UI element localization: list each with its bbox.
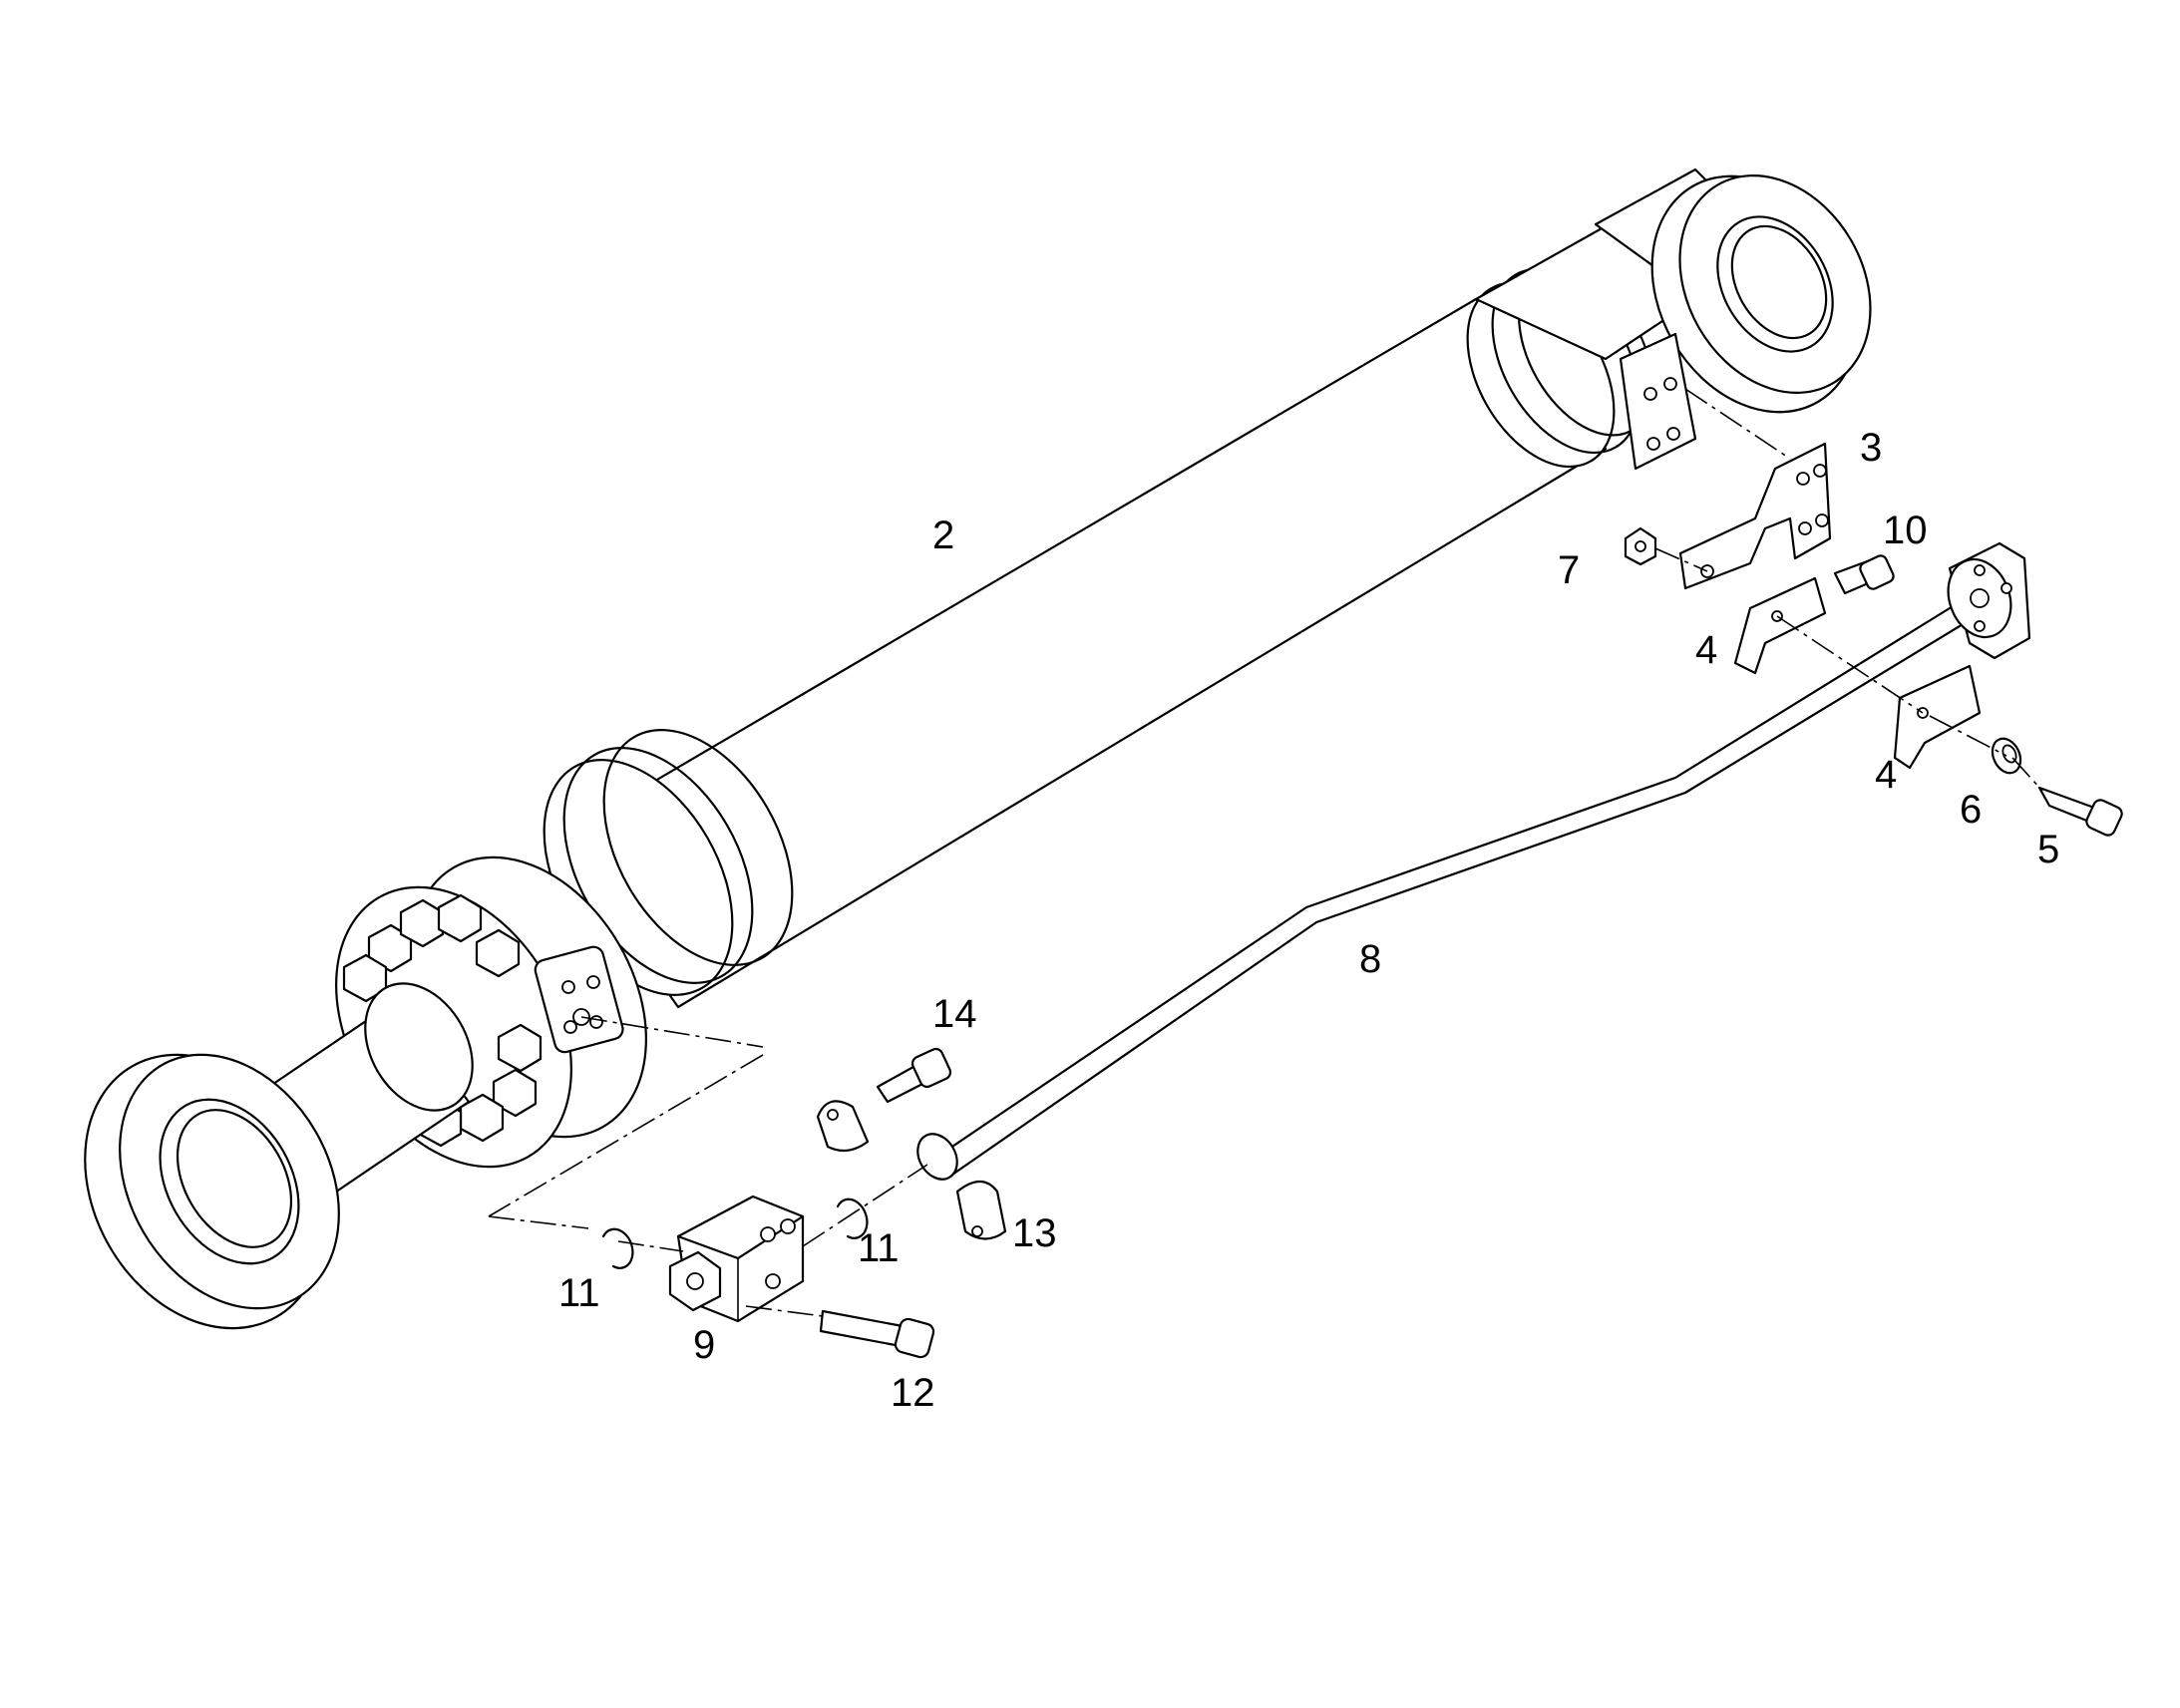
- hydraulic-cylinder: [84, 168, 1872, 1330]
- flange-half-part-13: [955, 1180, 1007, 1240]
- callout-7: 7: [1558, 548, 1580, 592]
- callout-4b: 4: [1875, 753, 1897, 797]
- callout-14: 14: [932, 992, 977, 1036]
- callout-5: 5: [2037, 828, 2059, 871]
- callout-11b: 11: [858, 1226, 900, 1270]
- callout-3: 3: [1860, 426, 1882, 470]
- callout-8: 8: [1359, 937, 1381, 981]
- bolt-part-14: [876, 1047, 952, 1104]
- bolt-part-12: [819, 1309, 935, 1359]
- clamp-plate-4b: [1893, 664, 1982, 770]
- assembly-lines: [488, 388, 2043, 1317]
- callout-11a: 11: [558, 1271, 600, 1315]
- callout-12: 12: [891, 1371, 935, 1415]
- o-ring-part-11b: [836, 1197, 869, 1239]
- bolt-part-5: [2037, 786, 2123, 837]
- callout-labels: 2 3 10 7 4 4 6 5 8 14 11 11 13 9 12: [558, 426, 2059, 1415]
- pipe-part-8: [916, 606, 1962, 1181]
- bracket-part-3: [1678, 442, 1832, 590]
- callout-13: 13: [1012, 1211, 1057, 1255]
- screw-part-10: [1833, 554, 1895, 595]
- pipe-flange: [1947, 541, 2031, 660]
- callout-2: 2: [932, 513, 954, 557]
- nut-part-7: [1624, 526, 1657, 566]
- callout-6: 6: [1960, 788, 1982, 832]
- callout-4a: 4: [1695, 628, 1717, 672]
- o-ring-part-11a: [601, 1227, 634, 1269]
- flange-half-upper: [816, 1100, 870, 1153]
- valve-block-part-9: [668, 1195, 805, 1323]
- callout-10: 10: [1883, 509, 1928, 552]
- clamp-plate-4a: [1733, 576, 1827, 675]
- callout-9: 9: [693, 1323, 715, 1367]
